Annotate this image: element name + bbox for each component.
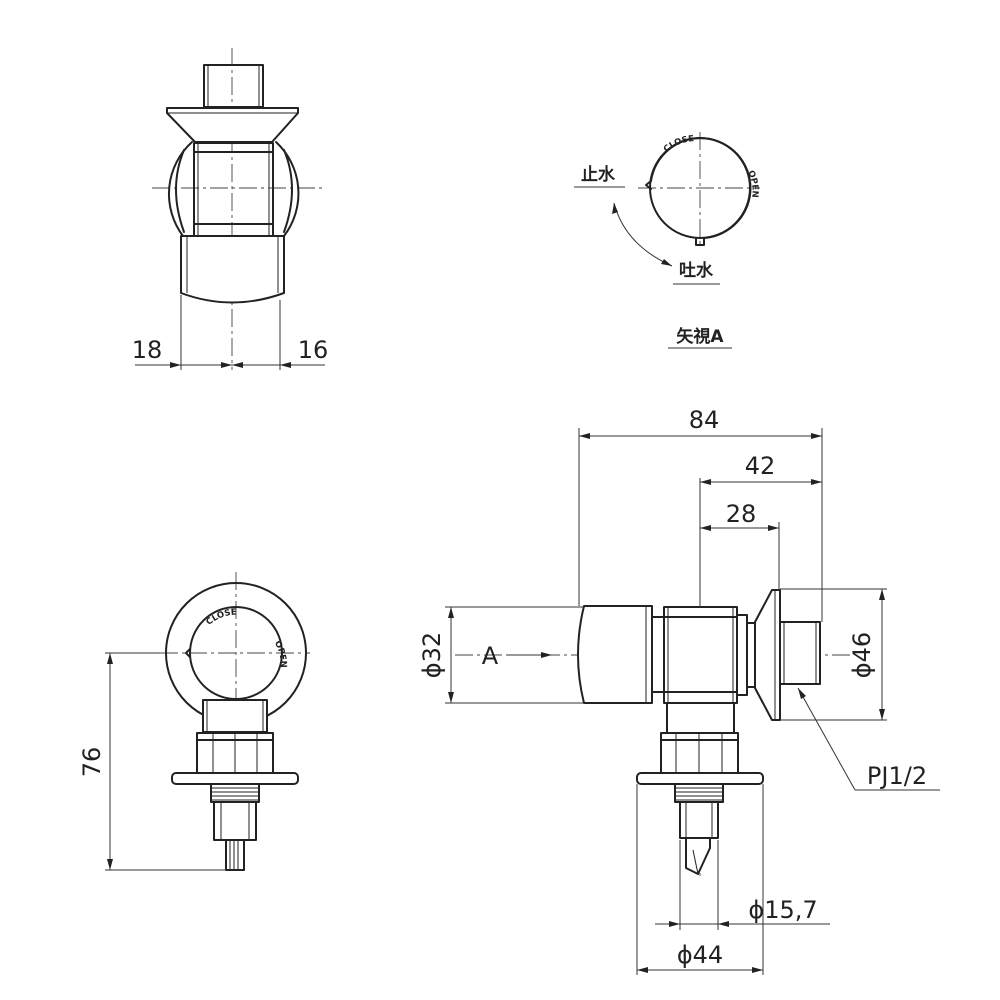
front-view: CLOSE OPEN 76 (78, 572, 310, 871)
view-a-ref-label: A (482, 642, 499, 670)
knob-close-text: CLOSE (662, 134, 695, 155)
svg-text:CLOSE: CLOSE (205, 607, 238, 627)
stop-water-label: 止水 (581, 164, 616, 185)
dim-28-label: 28 (726, 500, 757, 528)
dim-phi15-7-label: ϕ15,7 (748, 896, 817, 924)
svg-text:OPEN: OPEN (745, 169, 759, 198)
top-view: 18 16 (132, 48, 329, 370)
dim-phi46-label: ϕ46 (848, 632, 876, 678)
knob-open-text: OPEN (745, 169, 759, 198)
dim-16-label: 16 (298, 336, 329, 364)
view-a: CLOSE OPEN 止水 吐水 矢視A (574, 132, 760, 349)
dim-phi44-label: ϕ44 (677, 941, 723, 969)
discharge-water-label: 吐水 (679, 260, 714, 281)
dim-76-label: 76 (78, 747, 106, 778)
thread-spec-label: PJ1/2 (867, 762, 927, 790)
dim-18-label: 18 (132, 336, 163, 364)
svg-text:CLOSE: CLOSE (662, 134, 695, 155)
side-view: 84 42 28 ϕ32 A ϕ46 PJ1/2 (418, 406, 940, 975)
view-a-title: 矢視A (676, 326, 724, 347)
dim-84-label: 84 (689, 406, 720, 434)
knob-close-text-front: CLOSE (205, 607, 238, 627)
dim-42-label: 42 (745, 452, 776, 480)
dim-phi32-label: ϕ32 (418, 632, 446, 678)
svg-text:OPEN: OPEN (272, 639, 288, 668)
knob-open-text-front: OPEN (272, 639, 288, 668)
